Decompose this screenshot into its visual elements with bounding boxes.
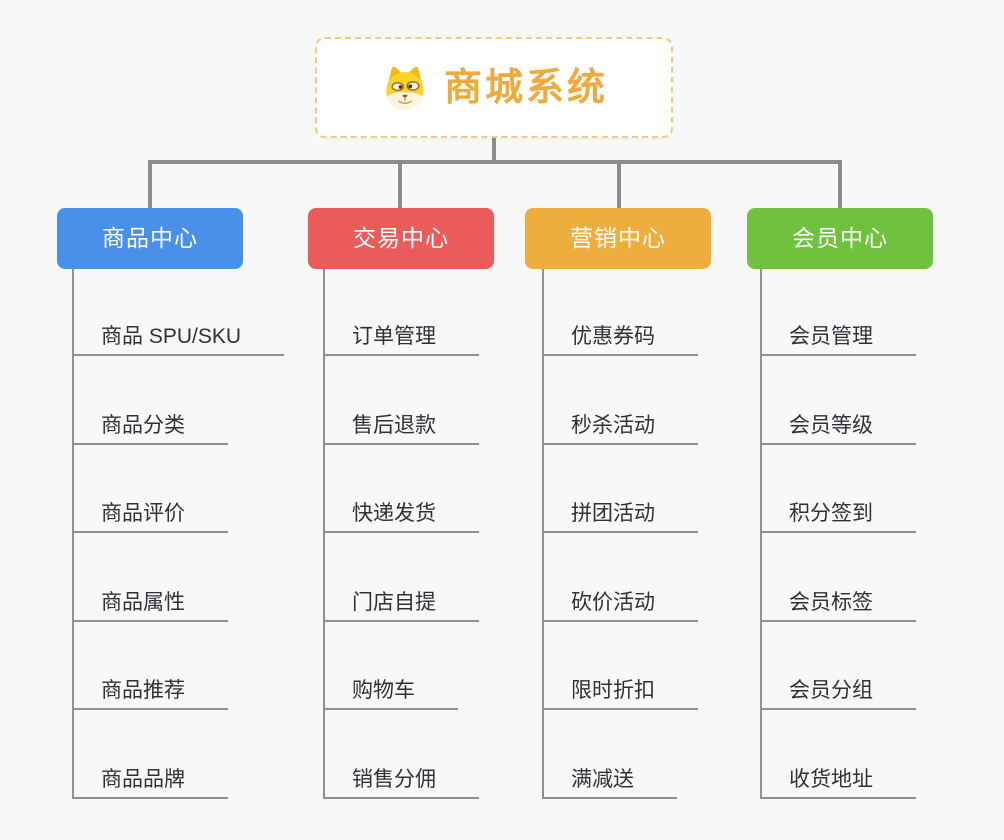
connector-stem-product bbox=[148, 160, 152, 210]
leaf-node[interactable]: 限时折扣 bbox=[544, 670, 698, 710]
leaf-node[interactable]: 购物车 bbox=[325, 670, 458, 710]
leaf-node[interactable]: 满减送 bbox=[544, 759, 677, 799]
connector-stem-marketing bbox=[617, 160, 621, 210]
branch-label: 商品中心 bbox=[102, 225, 198, 251]
leaf-node[interactable]: 砍价活动 bbox=[544, 582, 698, 622]
leaf-node[interactable]: 积分签到 bbox=[762, 493, 916, 533]
leaf-node[interactable]: 优惠券码 bbox=[544, 316, 698, 356]
leaf-node[interactable]: 商品分类 bbox=[74, 405, 228, 445]
root-node[interactable]: 商城系统 bbox=[315, 37, 673, 138]
connector-horizontal-bar bbox=[148, 160, 842, 164]
leaf-node[interactable]: 会员管理 bbox=[762, 316, 916, 356]
leaf-node[interactable]: 商品评价 bbox=[74, 493, 228, 533]
leaf-node[interactable]: 商品属性 bbox=[74, 582, 228, 622]
branch-label: 营销中心 bbox=[570, 225, 666, 251]
branch-children-product: 商品 SPU/SKU 商品分类 商品评价 商品属性 商品推荐 商品品牌 bbox=[72, 269, 324, 799]
branch-children-trade: 订单管理 售后退款 快递发货 门店自提 购物车 销售分佣 bbox=[323, 269, 575, 799]
leaf-node[interactable]: 秒杀活动 bbox=[544, 405, 698, 445]
doge-icon bbox=[380, 65, 430, 111]
branch-node-member-center[interactable]: 会员中心 bbox=[747, 208, 933, 269]
root-title: 商城系统 bbox=[443, 66, 608, 109]
branch-children-member: 会员管理 会员等级 积分签到 会员标签 会员分组 收货地址 bbox=[760, 269, 1004, 799]
branch-node-marketing-center[interactable]: 营销中心 bbox=[525, 208, 711, 269]
connector-stem-member bbox=[838, 160, 842, 210]
leaf-node[interactable]: 拼团活动 bbox=[544, 493, 698, 533]
branch-label: 交易中心 bbox=[353, 225, 449, 251]
leaf-node[interactable]: 售后退款 bbox=[325, 405, 479, 445]
leaf-node[interactable]: 商品 SPU/SKU bbox=[74, 316, 285, 356]
leaf-node[interactable]: 会员标签 bbox=[762, 582, 916, 622]
leaf-node[interactable]: 会员等级 bbox=[762, 405, 916, 445]
connector-stem-trade bbox=[398, 160, 402, 210]
leaf-node[interactable]: 会员分组 bbox=[762, 670, 916, 710]
leaf-node[interactable]: 销售分佣 bbox=[325, 759, 479, 799]
leaf-node[interactable]: 订单管理 bbox=[325, 316, 479, 356]
leaf-node[interactable]: 快递发货 bbox=[325, 493, 479, 533]
branch-node-product-center[interactable]: 商品中心 bbox=[57, 208, 243, 269]
leaf-node[interactable]: 收货地址 bbox=[762, 759, 916, 799]
branch-node-trade-center[interactable]: 交易中心 bbox=[308, 208, 494, 269]
leaf-node[interactable]: 商品品牌 bbox=[74, 759, 228, 799]
branch-children-marketing: 优惠券码 秒杀活动 拼团活动 砍价活动 限时折扣 满减送 bbox=[542, 269, 794, 799]
branch-label: 会员中心 bbox=[792, 225, 888, 251]
leaf-node[interactable]: 门店自提 bbox=[325, 582, 479, 622]
connector-root-stem bbox=[492, 138, 496, 163]
leaf-node[interactable]: 商品推荐 bbox=[74, 670, 228, 710]
